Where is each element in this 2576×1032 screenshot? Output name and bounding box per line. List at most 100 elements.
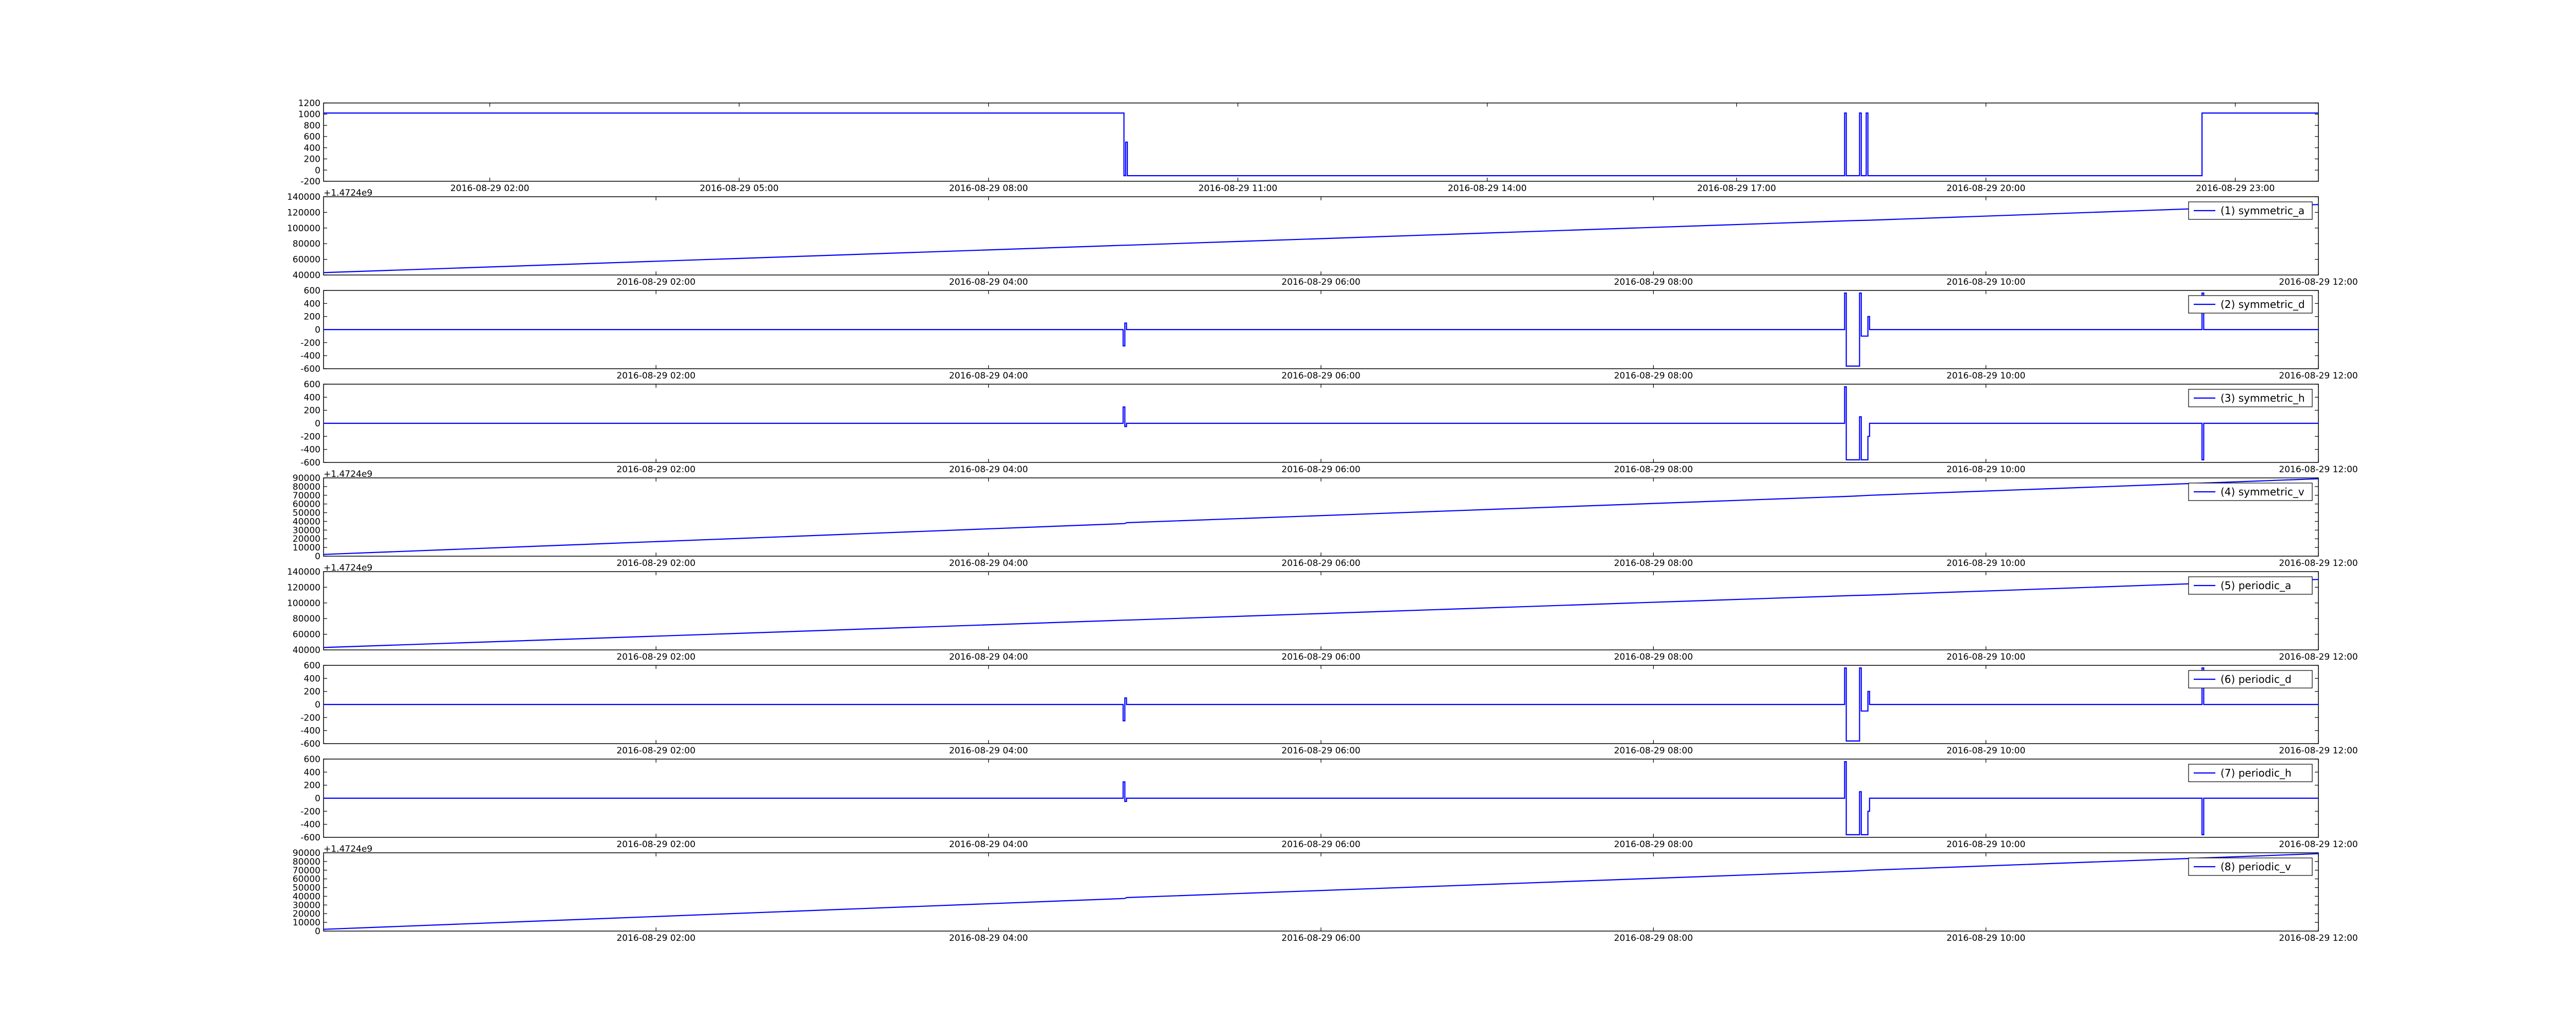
series-line	[324, 386, 2318, 461]
y-tick-label: 400	[304, 392, 320, 403]
x-tick-label: 2016-08-29 04:00	[949, 839, 1028, 850]
y-tick-label: 70000	[293, 866, 320, 876]
x-tick-label: 2016-08-29 08:00	[1614, 746, 1693, 756]
y-tick-label: 0	[315, 926, 320, 937]
x-tick-label: 2016-08-29 04:00	[949, 933, 1028, 943]
y-tick-label: -200	[300, 177, 320, 187]
y-tick-label: -200	[300, 806, 320, 817]
x-tick-label: 2016-08-29 05:00	[700, 183, 778, 194]
y-tick-label: 0	[315, 419, 320, 429]
subplot-2: 4000060000800001000001200001400002016-08…	[287, 188, 2358, 287]
x-tick-label: 2016-08-29 02:00	[617, 746, 696, 756]
legend-label: (2) symmetric_d	[2221, 298, 2305, 311]
x-tick-label: 2016-08-29 10:00	[1946, 933, 2025, 943]
x-tick-label: 2016-08-29 06:00	[1281, 652, 1360, 662]
legend-label: (1) symmetric_a	[2221, 204, 2304, 217]
x-tick-label: 2016-08-29 12:00	[2279, 839, 2358, 850]
legend-label: (3) symmetric_h	[2221, 392, 2305, 404]
x-tick-label: 2016-08-29 06:00	[1281, 933, 1360, 943]
y-tick-label: 400	[304, 299, 320, 309]
x-tick-label: 2016-08-29 06:00	[1281, 746, 1360, 756]
x-tick-label: 2016-08-29 04:00	[949, 277, 1028, 287]
x-tick-label: 2016-08-29 10:00	[1946, 746, 2025, 756]
x-tick-label: 2016-08-29 12:00	[2279, 558, 2358, 569]
x-tick-label: 2016-08-29 12:00	[2279, 371, 2358, 381]
subplot-5: 0100002000030000400005000060000700008000…	[293, 469, 2358, 569]
x-tick-label: 2016-08-29 23:00	[2196, 183, 2275, 194]
y-tick-label: 1200	[298, 98, 320, 109]
x-tick-label: 2016-08-29 08:00	[1614, 371, 1693, 381]
y-tick-label: 400	[304, 674, 320, 684]
y-tick-label: 60000	[293, 874, 320, 885]
y-tick-label: 0	[315, 325, 320, 335]
series-line	[324, 761, 2318, 836]
y-tick-label: 600	[304, 380, 320, 390]
x-tick-label: 2016-08-29 04:00	[949, 746, 1028, 756]
y-tick-label: 200	[304, 687, 320, 697]
series-line	[323, 204, 2319, 273]
y-tick-label: 600	[304, 286, 320, 296]
y-tick-label: -400	[300, 726, 320, 736]
legend: (5) periodic_a	[2188, 576, 2313, 595]
y-tick-label: 60000	[293, 500, 320, 510]
y-tick-label: -600	[300, 833, 320, 843]
x-tick-label: 2016-08-29 08:00	[1614, 652, 1693, 662]
x-tick-label: 2016-08-29 10:00	[1946, 465, 2025, 475]
y-tick-label: 120000	[287, 582, 320, 593]
legend: (4) symmetric_v	[2188, 483, 2313, 501]
y-tick-label: 140000	[287, 567, 320, 577]
y-tick-label: -200	[300, 338, 320, 348]
x-tick-label: 2016-08-29 02:00	[617, 839, 696, 850]
y-tick-label: 40000	[293, 645, 320, 656]
y-tick-label: 50000	[293, 508, 320, 519]
x-tick-label: 2016-08-29 02:00	[617, 652, 696, 662]
x-tick-label: 2016-08-29 08:00	[1614, 465, 1693, 475]
y-tick-label: 80000	[293, 857, 320, 867]
x-tick-label: 2016-08-29 04:00	[949, 371, 1028, 381]
y-tick-label: -200	[300, 713, 320, 723]
x-tick-label: 2016-08-29 10:00	[1946, 652, 2025, 662]
y-tick-label: 70000	[293, 491, 320, 501]
y-tick-label: 800	[304, 121, 320, 131]
axis-offset-label: +1.4724e9	[324, 469, 372, 479]
y-tick-label: 80000	[293, 239, 320, 249]
legend: (2) symmetric_d	[2188, 295, 2313, 314]
series-line	[324, 292, 2318, 367]
legend: (7) periodic_h	[2188, 764, 2313, 782]
legend-label: (8) periodic_v	[2221, 861, 2291, 873]
series-line	[323, 579, 2319, 648]
x-tick-label: 2016-08-29 08:00	[1614, 277, 1693, 287]
x-tick-label: 2016-08-29 08:00	[949, 183, 1028, 194]
legend: (3) symmetric_h	[2188, 389, 2313, 407]
y-tick-label: 600	[304, 661, 320, 671]
x-tick-label: 2016-08-29 20:00	[1946, 183, 2025, 194]
x-tick-label: 2016-08-29 06:00	[1281, 465, 1360, 475]
x-tick-label: 2016-08-29 04:00	[949, 652, 1028, 662]
series-line	[323, 853, 2319, 930]
y-tick-label: -600	[300, 739, 320, 749]
y-tick-label: 40000	[293, 517, 320, 527]
y-tick-label: 400	[304, 767, 320, 778]
series-line	[324, 667, 2318, 742]
y-tick-label: -600	[300, 458, 320, 468]
x-tick-label: 2016-08-29 10:00	[1946, 371, 2025, 381]
y-tick-label: 30000	[293, 900, 320, 910]
y-tick-label: 80000	[293, 482, 320, 492]
y-tick-label: 0	[315, 552, 320, 562]
y-tick-label: -200	[300, 432, 320, 442]
x-tick-label: 2016-08-29 02:00	[617, 277, 696, 287]
y-tick-label: 200	[304, 406, 320, 416]
x-tick-label: 2016-08-29 12:00	[2279, 277, 2358, 287]
y-tick-label: -600	[300, 364, 320, 374]
x-tick-label: 2016-08-29 11:00	[1198, 183, 1277, 194]
y-tick-label: 0	[315, 165, 320, 176]
x-tick-label: 2016-08-29 06:00	[1281, 558, 1360, 569]
axis-offset-label: +1.4724e9	[324, 844, 372, 854]
y-tick-label: 200	[304, 781, 320, 791]
subplot-6: 4000060000800001000001200001400002016-08…	[287, 563, 2358, 662]
y-tick-label: 10000	[293, 918, 320, 928]
subplot-9: 0100002000030000400005000060000700008000…	[293, 844, 2358, 943]
axes-frame	[323, 571, 2319, 650]
